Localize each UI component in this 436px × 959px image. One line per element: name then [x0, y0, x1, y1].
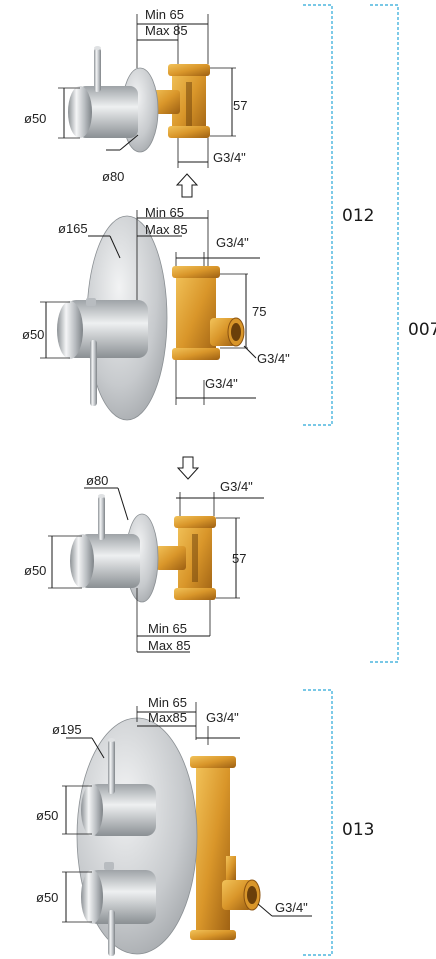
valve-single-bottom-dims: ø80 G3/4" 57 ø50 Min 65 Max 85 — [24, 473, 264, 653]
v1-handle-diameter: ø50 — [24, 111, 46, 126]
valve-large-plate — [57, 215, 245, 421]
v1-max-label: Max 85 — [145, 23, 188, 38]
v4-handle-top-diameter: ø50 — [36, 808, 58, 823]
group-code-007: 007 — [408, 320, 436, 340]
v4-min-label: Min 65 — [148, 695, 187, 710]
bracket-007 — [370, 4, 399, 663]
v3-handle-diameter: ø50 — [24, 563, 46, 578]
v1-min-label: Min 65 — [145, 7, 184, 22]
v2-plate-diameter: ø165 — [58, 221, 88, 236]
valve-double-handle — [76, 717, 261, 956]
group-code-012: 012 — [342, 206, 374, 226]
valve-single-bottom — [70, 494, 216, 603]
valve-double-handle-dims: Min 65 Max85 G3/4" ø195 ø50 ø50 G3/4" — [36, 695, 312, 923]
v3-height: 57 — [232, 551, 246, 566]
v2-thread-top: G3/4" — [216, 235, 249, 250]
v4-thread-side: G3/4" — [275, 900, 308, 915]
valve-single-top — [68, 46, 210, 153]
v4-max-label: Max85 — [148, 710, 187, 725]
group-code-013: 013 — [342, 820, 374, 840]
bracket-012 — [303, 4, 333, 426]
v3-thread: G3/4" — [220, 479, 253, 494]
v2-thread-bottom: G3/4" — [205, 376, 238, 391]
v2-height: 75 — [252, 304, 266, 319]
v2-handle-diameter: ø50 — [22, 327, 44, 342]
valve-single-top-dims: Min 65 Max 85 ø50 ø80 57 G3/4" — [24, 7, 247, 184]
v1-height: 57 — [233, 98, 247, 113]
valve-large-plate-dims: Min 65 Max 85 ø165 G3/4" 75 G3/4" ø50 G3… — [22, 205, 290, 405]
v2-min-label: Min 65 — [145, 205, 184, 220]
v2-thread-side: G3/4" — [257, 351, 290, 366]
v4-plate-diameter: ø195 — [52, 722, 82, 737]
v3-plate-diameter: ø80 — [86, 473, 108, 488]
v3-min-label: Min 65 — [148, 621, 187, 636]
v1-plate-diameter: ø80 — [102, 169, 124, 184]
bracket-013 — [303, 689, 333, 956]
v1-thread: G3/4" — [213, 150, 246, 165]
v2-max-label: Max 85 — [145, 222, 188, 237]
v4-handle-bottom-diameter: ø50 — [36, 890, 58, 905]
down-arrow-icon — [176, 456, 200, 480]
v4-thread-top: G3/4" — [206, 710, 239, 725]
v3-max-label: Max 85 — [148, 638, 191, 653]
up-arrow-icon — [175, 173, 199, 198]
